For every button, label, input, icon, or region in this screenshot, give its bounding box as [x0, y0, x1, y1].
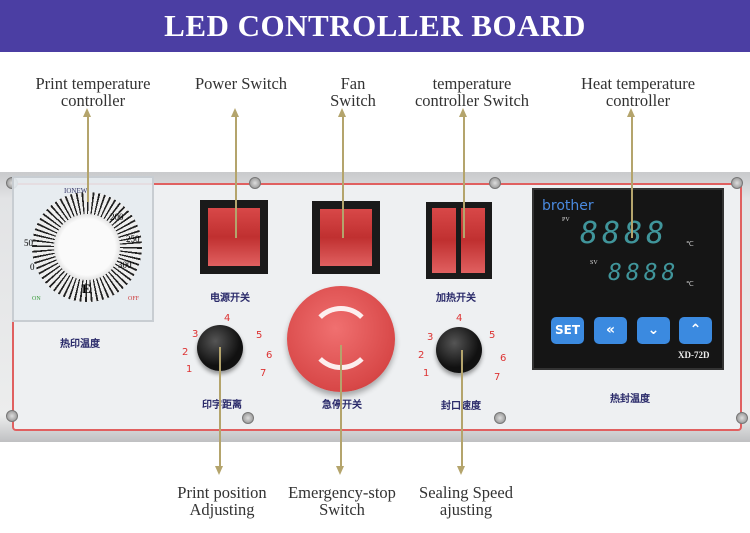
callout-arrow [232, 108, 238, 238]
scale-tick: 5 [489, 330, 496, 341]
screw-icon [494, 412, 506, 424]
heat-seal-temp-label: 热封温度 [610, 394, 650, 405]
sealing-speed-knob[interactable] [436, 327, 482, 373]
scale-tick: 5 [256, 330, 263, 341]
callout-fan-switch: Fan Switch [330, 74, 376, 110]
fan-switch[interactable] [312, 201, 380, 274]
controller-brand: brother [542, 198, 594, 214]
screw-icon [242, 412, 254, 424]
dial-tick: 50 [24, 238, 33, 248]
dial-knob[interactable] [54, 214, 120, 280]
scale-tick: 1 [423, 368, 430, 379]
heat-switch[interactable] [426, 202, 492, 279]
callout-power-switch: Power Switch [194, 74, 288, 93]
estop-label: 急停开关 [322, 400, 362, 411]
print-temp-label: 热印温度 [60, 339, 100, 350]
unit: ℃ [686, 280, 694, 288]
scale-tick: 2 [182, 347, 189, 358]
print-temperature-dial[interactable]: IONEW 50 0 250 300 200 E ON OFF [12, 176, 154, 322]
callout-emergency-stop: Emergency-stop Switch [288, 483, 396, 519]
callout-arrow [628, 108, 634, 238]
power-switch-label: 电源开关 [210, 293, 250, 304]
callout-arrow [216, 347, 222, 475]
screw-icon [249, 177, 261, 189]
sv-display: 8888 [608, 260, 680, 286]
print-distance-label: 印字距离 [202, 400, 242, 411]
callout-arrow [339, 108, 345, 238]
dial-tick: 250 [126, 234, 140, 244]
callout-arrow [460, 108, 466, 238]
scale-tick: 1 [186, 364, 193, 375]
heat-temperature-controller: brother PV 8888 ℃ SV 8888 ℃ SET « ⌄ ⌃ XD… [532, 188, 724, 370]
callout-arrow [458, 350, 464, 475]
screw-icon [489, 177, 501, 189]
dial-brand: IONEW [64, 187, 88, 195]
off-indicator: OFF [128, 296, 140, 302]
on-indicator: ON [32, 296, 41, 302]
unit: ℃ [686, 240, 694, 248]
scale-tick: 3 [427, 332, 434, 343]
down-button[interactable]: ⌄ [637, 317, 670, 344]
pv-label: PV [562, 217, 570, 223]
scale-tick: 3 [192, 329, 199, 340]
dial-letter: E [82, 281, 91, 296]
scale-tick: 2 [418, 350, 425, 361]
shift-left-button[interactable]: « [594, 317, 627, 344]
scale-tick: 7 [260, 368, 267, 379]
scale-tick: 4 [456, 313, 463, 324]
page-title: LED CONTROLLER BOARD [0, 0, 750, 52]
heat-switch-label: 加热开关 [436, 293, 476, 304]
power-switch[interactable] [200, 200, 268, 274]
callout-arrow [337, 345, 343, 475]
dial-tick: 200 [110, 212, 124, 222]
callout-print-position: Print position Adjusting [177, 483, 267, 519]
controller-model: XD-72D [678, 350, 710, 360]
sv-label: SV [590, 260, 598, 266]
screw-icon [731, 177, 743, 189]
dial-tick: 300 [118, 260, 132, 270]
screw-icon [6, 410, 18, 422]
up-button[interactable]: ⌃ [679, 317, 712, 344]
callout-sealing-speed: Sealing Speed ajusting [419, 483, 513, 519]
scale-tick: 6 [500, 353, 507, 364]
callout-temperature-controller-switch: temperature controller Switch [414, 74, 530, 110]
dial-tick: 0 [30, 262, 35, 272]
scale-tick: 7 [494, 372, 501, 383]
screw-icon [736, 412, 748, 424]
callout-arrow [84, 108, 90, 202]
scale-tick: 6 [266, 350, 273, 361]
callout-heat-temperature-controller: Heat temperature controller [580, 74, 696, 110]
set-button[interactable]: SET [551, 317, 584, 344]
scale-tick: 4 [224, 313, 231, 324]
callout-print-temperature-controller: Print temperature controller [35, 74, 151, 110]
pv-display: 8888 [580, 216, 669, 251]
